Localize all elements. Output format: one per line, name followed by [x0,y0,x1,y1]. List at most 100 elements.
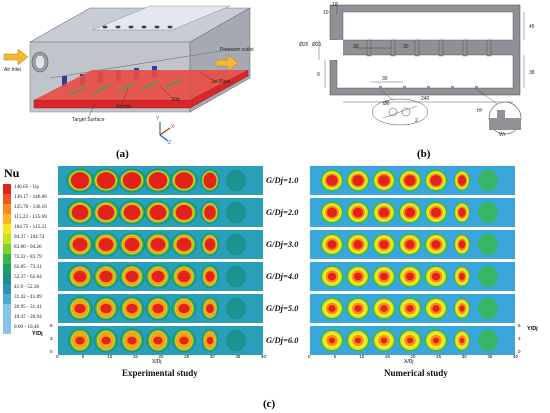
nu-contour-map [58,166,263,195]
jet-contour [96,172,116,189]
legend-entry: 136.17 - 146.66 [14,194,47,200]
legend-swatch [3,224,11,234]
map-row [310,198,515,227]
gap-ratio-label: G/Dj=1.0 [266,175,299,185]
jet-contour [153,336,163,345]
jet-contour [206,303,214,314]
nu-contour-map [310,326,515,355]
nu-contour-map [310,230,515,259]
x-tick-label: 15 [132,354,138,359]
jet-contour [432,337,440,344]
y-tick-label: 3 [518,336,521,341]
gap-ratio-label: G/Dj=3.0 [266,239,299,249]
legend-title: Nu [4,166,20,180]
jet-contour [74,303,86,314]
dim-10-top: 10 [332,2,338,8]
wake-contour [478,169,498,192]
y-tick-label: 6 [50,323,53,328]
legend-entry: 146.65 - Up [14,184,39,190]
jet-contour [380,337,388,344]
gap-ratio-label: G/Dj=6.0 [266,335,299,345]
wake-contour [226,169,246,192]
jet-contour [150,237,166,252]
legend-entry: 115.22 - 125.69 [14,214,47,220]
jet-contour [177,270,191,283]
wake-contour [226,297,246,320]
legend-swatch [3,284,11,294]
jet-contour [175,205,193,220]
test-section-3d-drawing [3,5,252,142]
dim-30-rib: 30 [382,76,388,82]
dim-30-left: 30 [353,44,359,50]
legend-entry: 62.85 - 73.31 [14,264,42,270]
legend-entry: 83.80 - 94.26 [14,244,42,250]
x-tick-label: 20 [158,354,164,359]
wake-contour [478,201,498,224]
jet-contour [174,172,194,189]
experimental-maps [58,166,263,355]
jet-contour [459,337,465,344]
label-rib: Rib [172,97,180,103]
jet-contour [124,237,140,252]
x-tick-label: 5 [333,354,337,359]
legend-entry: 104.75 - 115.21 [14,224,47,230]
jet-contour [328,337,336,344]
x-tick-label: 30 [461,354,467,359]
map-row [310,230,515,259]
dim-30-mid: 30 [403,44,409,50]
dim-wr: Wr [499,132,506,138]
jet-contour [178,303,190,314]
map-row [310,326,515,355]
y-tick-label: 0 [518,349,521,354]
jet-contour [98,237,114,252]
exp-xlabel: X/Dj [152,359,162,365]
legend-swatch [3,304,11,314]
panel-a-label: (a) [116,148,129,160]
nu-contour-map [310,198,515,227]
y-tick-label: 0 [50,349,53,354]
jet-contour [71,205,89,220]
map-row [58,294,263,323]
map-row [58,262,263,291]
y-tick-label: 6 [518,323,521,328]
jet-contour [378,207,390,218]
legend-entry: 10.47 - 20.94 [14,314,42,320]
wake-contour [478,329,498,352]
jet-contour [176,237,192,252]
map-row [58,230,263,259]
jet-contour [459,305,465,312]
jet-contour [328,305,336,312]
jet-contour [352,207,364,218]
wake-contour [226,201,246,224]
legend-swatch [3,314,11,324]
nu-contour-map [310,294,515,323]
jet-contour [125,270,139,283]
num-caption: Numerical study [384,368,448,378]
jet-contour [126,303,138,314]
panel-b: 10 10 Ø25 Ø21 30 30 45 38 9 30 240 Ø6 2 … [275,0,550,165]
legend-swatch [3,274,11,284]
x-tick-label: 40 [513,354,519,359]
x-tick-label: 20 [410,354,416,359]
num-xlabel: X/Dj [404,359,414,365]
jet-contour [354,305,362,312]
map-row [310,262,515,291]
jet-contour [430,207,442,218]
jet-contour [380,305,388,312]
nu-contour-map [58,326,263,355]
x-tick-label: 10 [359,354,365,359]
label-air-inlet: Air Inlet [4,67,21,73]
dim-10-side: 10 [323,10,329,16]
jet-contour [326,175,338,186]
legend-entry: 52.37 - 62.84 [14,274,42,280]
legend-entry: 31.42 - 41.89 [14,294,42,300]
jet-contour [379,272,389,281]
map-row [58,166,263,195]
exp-caption: Experimental study [122,368,198,378]
jet-contour [459,272,465,281]
legend-swatches [3,184,11,334]
legend-swatch [3,244,11,254]
